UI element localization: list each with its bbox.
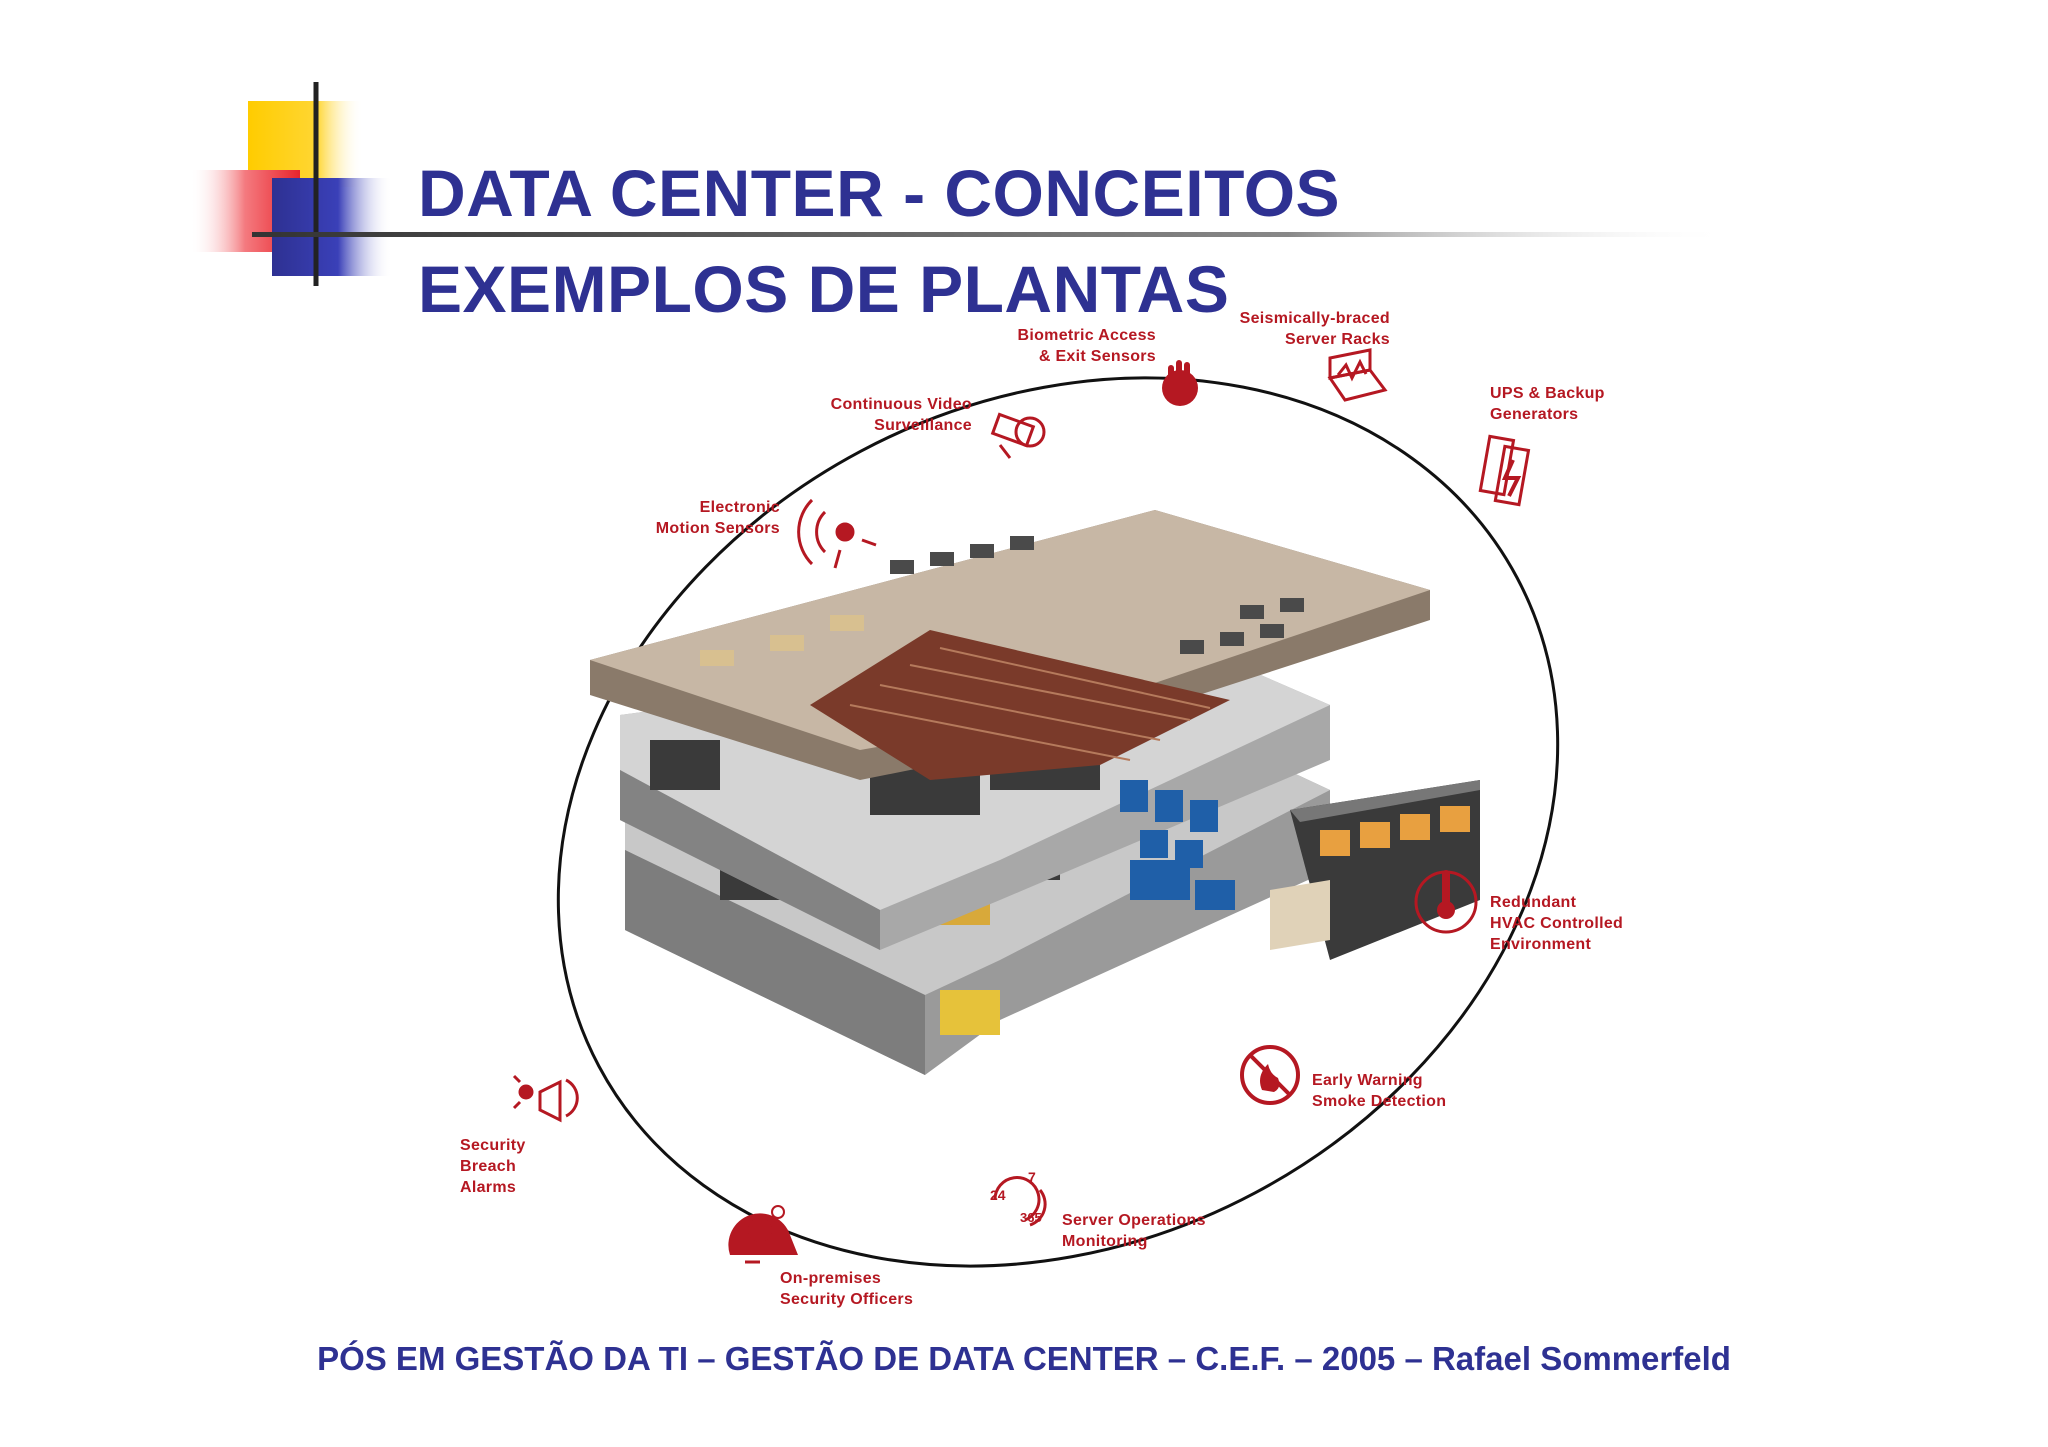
datacenter-building-illustration <box>590 510 1480 1075</box>
label-biometric-access: Biometric Access & Exit Sensors <box>1017 327 1156 365</box>
label-server-ops: Server Operations Monitoring <box>1062 1212 1206 1250</box>
no-fire-icon <box>1240 1045 1300 1105</box>
slide-title-line2: EXEMPLOS DE PLANTAS <box>418 252 1230 326</box>
hand-icon <box>1162 360 1198 406</box>
label-motion-sensors: Electronic Motion Sensors <box>655 499 780 537</box>
security-orbit-ring <box>556 376 1560 1268</box>
lightning-icon <box>1478 434 1531 507</box>
icon-label-365: 365 <box>1020 1210 1042 1225</box>
calendar-cycle-icon: 24 7 365 <box>990 1169 1047 1227</box>
deco-horizontal-line <box>252 232 1732 237</box>
slide-title-line1: DATA CENTER - CONCEITOS <box>418 156 1341 230</box>
camera-icon <box>990 412 1046 459</box>
label-security-officers: On-premises Security Officers <box>780 1270 914 1308</box>
label-ups-generators: UPS & Backup Generators <box>1490 385 1605 423</box>
label-seismic-racks: Seismically-braced Server Racks <box>1239 310 1390 348</box>
label-video-surveillance: Continuous Video Surveillance <box>830 396 972 434</box>
thermometer-icon <box>1414 870 1478 934</box>
icon-label-24: 24 <box>990 1187 1006 1203</box>
deco-blue-square <box>272 178 392 276</box>
label-breach-alarms: Security Breach Alarms <box>460 1137 526 1196</box>
label-hvac: Redundant HVAC Controlled Environment <box>1490 894 1624 953</box>
slide-footer: PÓS EM GESTÃO DA TI – GESTÃO DE DATA CEN… <box>317 1340 1731 1377</box>
motion-sensor-icon <box>797 498 877 569</box>
icon-label-7: 7 <box>1028 1169 1036 1185</box>
server-rack-icon <box>1327 348 1388 402</box>
security-officer-icon <box>728 1205 798 1264</box>
alarm-siren-icon <box>512 1074 579 1123</box>
label-smoke-detection: Early Warning Smoke Detection <box>1312 1072 1447 1110</box>
